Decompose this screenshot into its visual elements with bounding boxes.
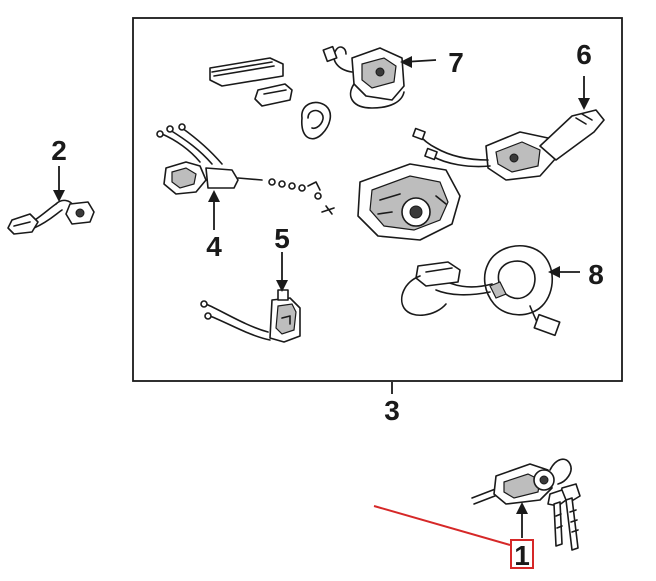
callout-5[interactable]: 5 [274,223,290,254]
callout-1[interactable]: 1 [514,540,530,571]
assembly-frame [132,17,623,382]
part-7-switch[interactable] [209,45,405,140]
part-6-combination-switch[interactable] [412,109,605,181]
callout-6[interactable]: 6 [576,39,592,70]
callout-8[interactable]: 8 [588,259,604,290]
part-5-sensor[interactable] [200,289,301,343]
callout-7[interactable]: 7 [448,47,464,78]
callout-2[interactable]: 2 [51,135,67,166]
part-1-lock-cylinder[interactable] [471,458,581,551]
part-8-spiral-cable[interactable] [400,244,561,337]
highlight-box [510,539,534,569]
part-2-harness[interactable] [7,199,95,235]
callout-4[interactable]: 4 [206,231,222,262]
leader-arrows [53,56,590,538]
steering-column-housing[interactable] [357,163,461,241]
highlight-pointer-line [373,505,511,546]
callout-3[interactable]: 3 [384,395,400,426]
highlight-annotation [373,505,534,569]
part-4-switch-harness[interactable] [156,123,335,215]
